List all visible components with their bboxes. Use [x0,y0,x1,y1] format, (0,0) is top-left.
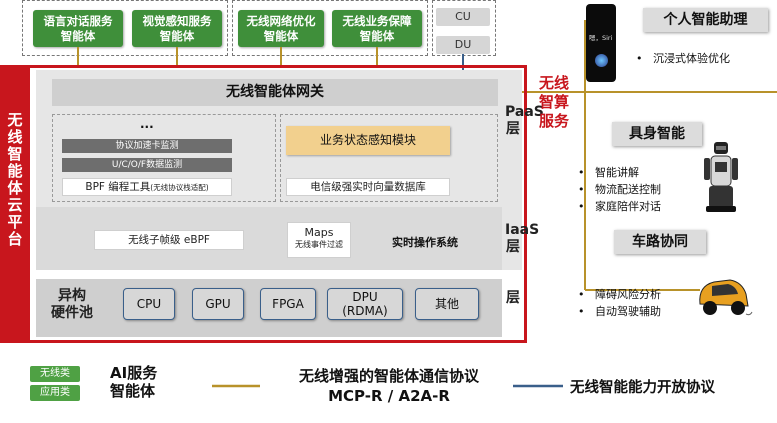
wireless-pill: 无线类 [30,366,80,382]
paas-label: PaaS层 [505,104,544,137]
ucof-monitor: U/C/O/F数据监测 [62,158,232,172]
vehicle-bullet-1: • 障碍风险分析 [578,288,661,301]
maps-sub: 无线事件过滤 [295,240,343,249]
siri-orb-icon [595,54,608,67]
iaas-label: IaaS层 [505,222,540,255]
chip-gpu: GPU [192,288,244,320]
vision-agent: 视觉感知服务 智能体 [132,10,222,47]
chip-dpu: DPU (RDMA) [327,288,403,320]
embodied-title: 具身智能 [612,122,702,146]
chip-fpga: FPGA [260,288,316,320]
accel-card-monitor: 协议加速卡监测 [62,139,232,153]
maps-box: Maps 无线事件过滤 [287,222,351,258]
app-agent-group [22,0,228,56]
protocol-line-2: MCP-R / A2A-R [328,387,450,405]
agent-gateway: 无线智能体网关 [52,79,498,106]
cloud-platform-label: 无线智能体云平台 [7,111,23,248]
protocol-label: 无线增强的智能体通信协议 MCP-R / A2A-R [274,366,504,406]
bpf-tool-label: BPF 编程工具 [85,181,151,193]
service-area [280,114,498,202]
language-agent: 语言对话服务 智能体 [33,10,123,47]
service-state-module: 业务状态感知模块 [286,126,450,155]
ellipsis: ... [140,117,154,131]
phone-assistant-icon: 嗯，Siri [586,4,616,82]
telecom-vector-db: 电信级强实时向量数据库 [286,178,450,196]
service-agent: 无线业务保障 智能体 [332,10,422,47]
phone-text: 嗯，Siri [589,34,613,42]
ebpf-box: 无线子帧级 eBPF [94,230,244,250]
app-pill: 应用类 [30,385,80,401]
maps-title: Maps [304,226,334,239]
protocol-line-1: 无线增强的智能体通信协议 [298,367,479,385]
ai-agent-label: AI服务 智能体 [110,364,158,400]
embodied-bullet-3: • 家庭陪伴对话 [578,200,661,213]
chip-cpu: CPU [123,288,175,320]
embodied-bullet-2: • 物流配送控制 [578,183,661,196]
wireless-agent-group [232,0,428,56]
personal-bullet: • 沉浸式体验优化 [636,52,730,65]
vehicle-title: 车路协同 [614,230,706,254]
bpf-tool-note: (无线协议栈适配) [150,183,209,192]
cloud-platform-side-bar [0,65,30,343]
open-protocol-label: 无线智能能力开放协议 [570,380,715,396]
chip-other: 其他 [415,288,479,320]
car-icon [699,279,753,316]
vehicle-bullet-2: • 自动驾驶辅助 [578,305,661,318]
cu-box: CU [436,8,490,26]
hardware-layer-char: 层 [506,290,520,306]
robot-icon [704,142,738,212]
network-agent: 无线网络优化 智能体 [238,10,324,47]
hardware-pool-label: 异构 硬件池 [51,288,93,321]
compute-service-label: 无线 智算 服务 [538,74,569,130]
embodied-bullet-1: • 智能讲解 [578,166,639,179]
personal-assistant-title: 个人智能助理 [643,8,768,32]
bpf-tool: BPF 编程工具(无线协议栈适配) [62,178,232,196]
rtos-label: 实时操作系统 [392,236,458,249]
monitor-area [52,114,276,202]
du-box: DU [436,36,490,54]
